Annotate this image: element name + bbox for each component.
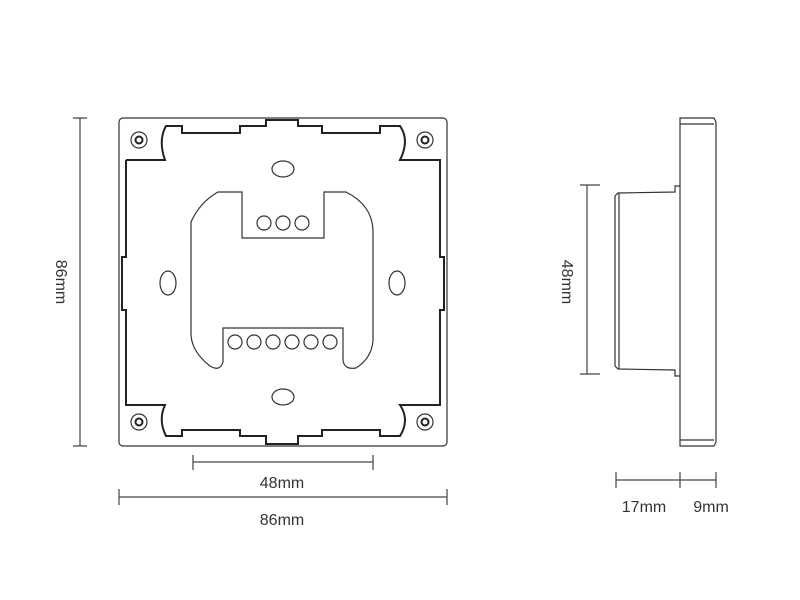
screw-hole-icon bbox=[416, 131, 434, 149]
front-inner-frame bbox=[121, 119, 445, 445]
front-outer-frame bbox=[118, 117, 448, 447]
mounting-slots bbox=[159, 160, 406, 406]
height-dimension bbox=[73, 117, 87, 447]
panel-depth-label: 9mm bbox=[693, 499, 729, 516]
box-height-dimension bbox=[580, 184, 600, 375]
front-view: 86mm 48mm 86mm bbox=[52, 117, 448, 529]
screw-hole-icon bbox=[130, 131, 148, 149]
box-height-label: 48mm bbox=[558, 260, 575, 304]
hole-spacing-dimension bbox=[192, 455, 374, 470]
side-back-box bbox=[614, 185, 680, 377]
screw-holes bbox=[130, 131, 434, 431]
screw-hole-icon bbox=[416, 413, 434, 431]
front-height-label: 86mm bbox=[52, 260, 69, 304]
box-depth-label: 17mm bbox=[622, 499, 666, 516]
hole-spacing-label: 48mm bbox=[260, 475, 304, 492]
terminal-holes bbox=[227, 215, 338, 350]
front-width-label: 86mm bbox=[260, 512, 304, 529]
screw-hole-icon bbox=[130, 413, 148, 431]
depth-dimension bbox=[615, 472, 717, 488]
width-dimension bbox=[118, 489, 448, 505]
side-view: 48mm 17mm 9mm bbox=[558, 117, 729, 516]
terminal-plate bbox=[190, 191, 374, 369]
side-panel bbox=[679, 117, 717, 447]
